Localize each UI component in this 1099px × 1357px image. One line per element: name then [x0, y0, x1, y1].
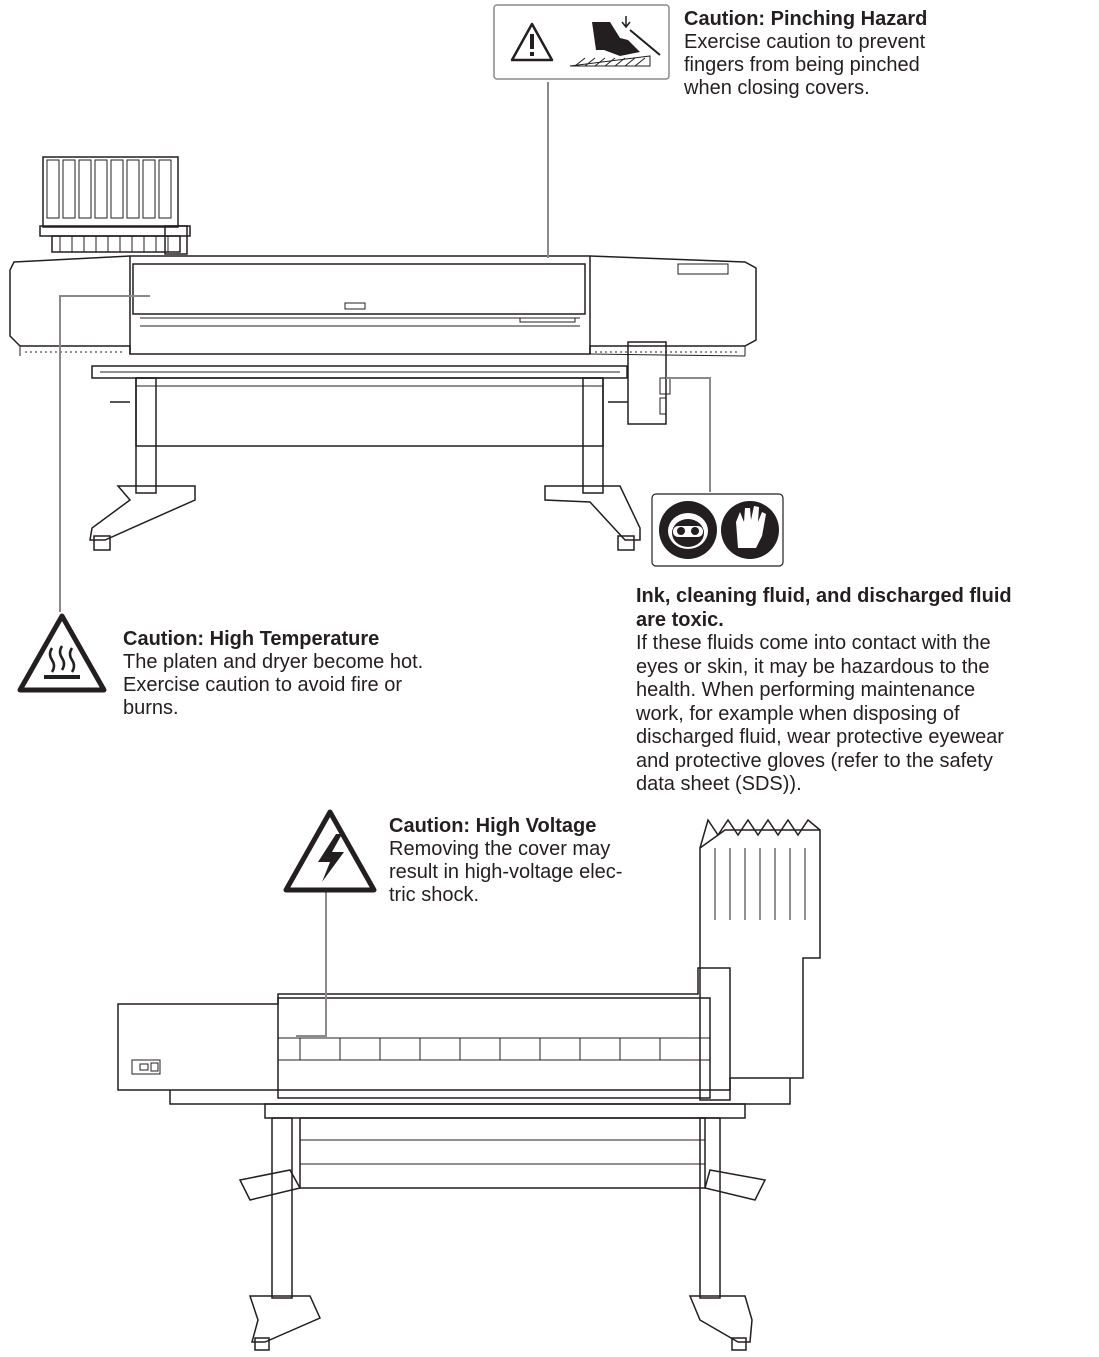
ppe-label — [651, 493, 784, 567]
high-temperature-text-1: The platen and dryer become hot. — [123, 651, 424, 673]
high-voltage-title: Caution: High Voltage — [389, 815, 597, 837]
warning-triangle-icon — [510, 22, 554, 62]
toxic-fluid-text-5: discharged fluid, wear protective eyewea… — [636, 726, 1004, 748]
toxic-fluid-text-6: and protective gloves (refer to the safe… — [636, 749, 993, 772]
high-voltage-caption: Caution: High Voltage Removing the cover… — [389, 815, 699, 907]
electric-shock-warning-icon — [283, 809, 377, 893]
pinching-hazard-title: Caution: Pinching Hazard — [684, 8, 928, 30]
hot-surface-warning-icon — [17, 613, 107, 693]
printer-rear-view — [117, 818, 821, 1351]
toxic-fluid-text-3: health. When performing maintenance — [636, 679, 976, 701]
pinching-hazard-text-1: Exercise caution to prevent — [684, 31, 926, 53]
high-temperature-title: Caution: High Temperature — [123, 628, 380, 650]
eye-protection-icon — [659, 501, 717, 559]
high-voltage-text-1: Removing the cover may — [389, 838, 611, 860]
toxic-fluid-text-1: If these fluids come into contact with t… — [636, 632, 991, 654]
toxic-fluid-title-2: are toxic. — [636, 608, 724, 631]
toxic-fluid-text-4: work, for example when disposing of — [636, 702, 960, 725]
hand-pinch-icon — [569, 16, 661, 67]
high-voltage-text-2: result in high-voltage elec- — [389, 861, 623, 883]
pinching-hazard-text-2: fingers from being pinched — [684, 54, 920, 76]
toxic-fluid-caption: Ink, cleaning fluid, and discharged flui… — [636, 585, 1096, 797]
pinch-hazard-label — [493, 4, 670, 80]
toxic-fluid-title-1: Ink, cleaning fluid, and discharged flui… — [636, 585, 1012, 607]
protective-gloves-icon — [721, 501, 779, 559]
pinching-hazard-caption: Caution: Pinching Hazard Exercise cautio… — [684, 8, 1084, 100]
leader-lines-front — [59, 82, 711, 612]
leader-line-voltage — [296, 890, 327, 1037]
ink-cartridge-rack — [39, 156, 191, 255]
high-voltage-text-3: tric shock. — [389, 884, 480, 906]
high-temperature-text-3: burns. — [123, 697, 179, 719]
pinching-hazard-text-3: when closing covers. — [684, 77, 870, 99]
printer-front-view — [9, 156, 757, 551]
toxic-fluid-text-7: data sheet (SDS)). — [636, 773, 802, 795]
high-temperature-text-2: Exercise caution to avoid fire or — [123, 674, 403, 696]
toxic-fluid-text-2: eyes or skin, it may be hazardous to the — [636, 655, 990, 678]
high-temperature-caption: Caution: High Temperature The platen and… — [123, 628, 503, 720]
